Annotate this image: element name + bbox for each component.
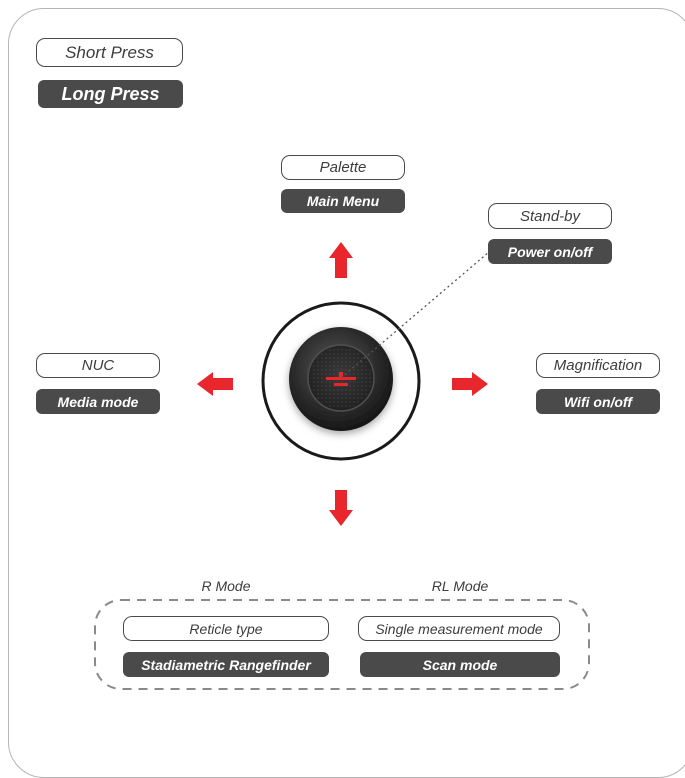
rl-mode-title: RL Mode	[431, 578, 489, 594]
up-long-label: Main Menu	[281, 189, 405, 213]
left-long-label: Media mode	[36, 389, 160, 414]
down-modes-box	[94, 599, 590, 690]
center-short-label: Stand-by	[488, 203, 612, 229]
legend-short-press: Short Press	[36, 38, 183, 67]
left-short-label: NUC	[36, 353, 160, 378]
arrow-up-icon	[329, 242, 353, 278]
r-mode-long-label: Stadiametric Rangefinder	[123, 652, 329, 677]
r-mode-short-label: Reticle type	[123, 616, 329, 641]
center-long-label: Power on/off	[488, 239, 612, 264]
rl-mode-long-label: Scan mode	[360, 652, 560, 677]
up-short-label: Palette	[281, 155, 405, 180]
arrow-right-icon	[452, 372, 488, 396]
rl-mode-short-label: Single measurement mode	[358, 616, 560, 641]
legend-long-press: Long Press	[38, 80, 183, 108]
arrow-down-icon	[329, 490, 353, 526]
r-mode-title: R Mode	[201, 578, 251, 594]
standby-connector-line	[340, 251, 490, 379]
joystick-center-marker-icon	[326, 372, 356, 386]
right-short-label: Magnification	[536, 353, 660, 378]
right-long-label: Wifi on/off	[536, 389, 660, 414]
arrow-left-icon	[197, 372, 233, 396]
